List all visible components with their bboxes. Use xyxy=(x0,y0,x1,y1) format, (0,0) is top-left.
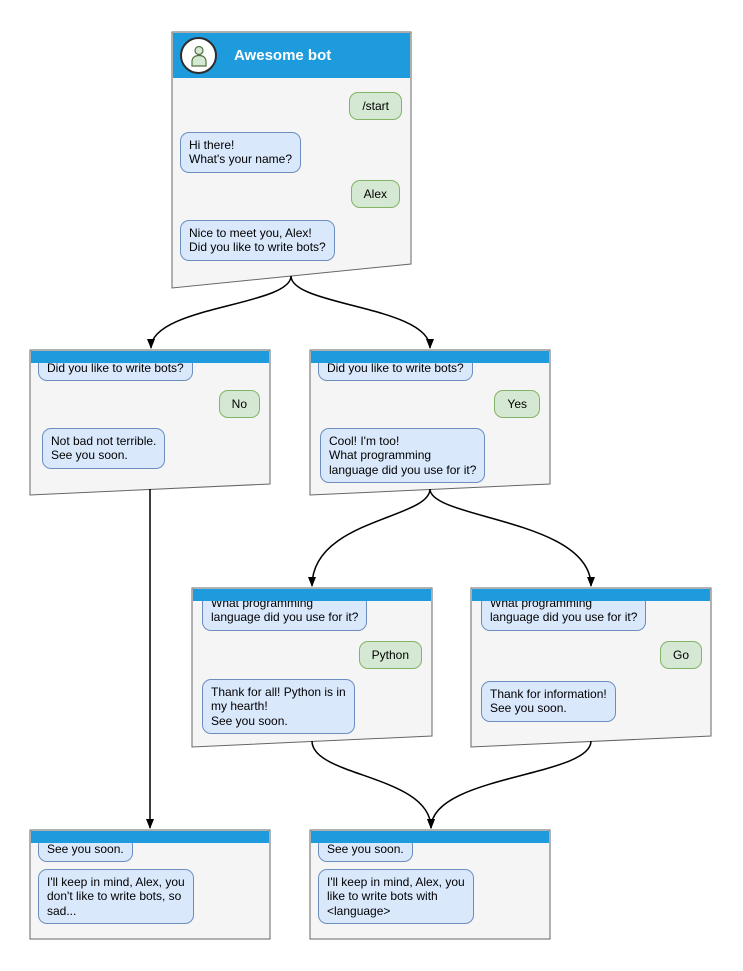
user-message-bubble: Python xyxy=(358,641,422,670)
bot-message-bubble: Thank for all! Python is in my hearth! S… xyxy=(202,679,355,735)
chat-window-branch-python: What programming language did you use fo… xyxy=(192,588,432,747)
connector-main-to-no xyxy=(147,275,292,349)
chat-window-title-bar: Awesome bot xyxy=(173,33,410,78)
person-icon xyxy=(190,45,207,67)
bot-message-bubble: Hi there! What's your name? xyxy=(180,132,302,173)
chat-window-branch-go: What programming language did you use fo… xyxy=(471,588,711,747)
bot-message-bubble: I'll keep in mind, Alex, you like to wri… xyxy=(318,869,474,925)
connector-python-to-end xyxy=(311,740,435,829)
chat-window-title-bar xyxy=(193,589,431,601)
connector-yes-to-go xyxy=(429,488,595,587)
bot-message-bubble: Not bad not terrible. See you soon. xyxy=(42,428,166,469)
chat-window-main: Awesome bot /start Hi there! What's your… xyxy=(172,32,411,288)
connector-yes-to-python xyxy=(308,488,431,587)
chat-window-title-bar xyxy=(311,351,549,363)
bot-message-bubble: Nice to meet you, Alex! Did you like to … xyxy=(180,220,335,261)
user-message-bubble: Yes xyxy=(494,390,540,419)
chat-window-end-no: See you soon. I'll keep in mind, Alex, y… xyxy=(30,830,270,939)
chat-window-end-yes: See you soon. I'll keep in mind, Alex, y… xyxy=(310,830,550,939)
chat-window-title: Awesome bot xyxy=(234,47,332,64)
user-message-bubble: Go xyxy=(659,641,702,670)
connector-go-to-end xyxy=(427,740,592,829)
bot-message-bubble: I'll keep in mind, Alex, you don't like … xyxy=(38,869,194,925)
chat-window-title-bar xyxy=(31,351,269,363)
user-message-bubble: No xyxy=(218,390,260,419)
chat-window-title-bar xyxy=(472,589,710,601)
user-message-bubble: Alex xyxy=(350,180,400,209)
chat-window-branch-no: Did you like to write bots? No Not bad n… xyxy=(30,350,270,495)
user-message-bubble: /start xyxy=(349,92,402,121)
chat-window-title-bar xyxy=(311,831,549,843)
bot-message-bubble: Thank for information! See you soon. xyxy=(481,681,616,722)
bot-message-bubble: Cool! I'm too! What programming language… xyxy=(320,428,486,484)
chat-window-title-bar xyxy=(31,831,269,843)
bot-avatar xyxy=(180,37,217,74)
chat-window-branch-yes: Did you like to write bots? Yes Cool! I'… xyxy=(310,350,550,495)
connector-main-to-yes xyxy=(290,275,434,349)
